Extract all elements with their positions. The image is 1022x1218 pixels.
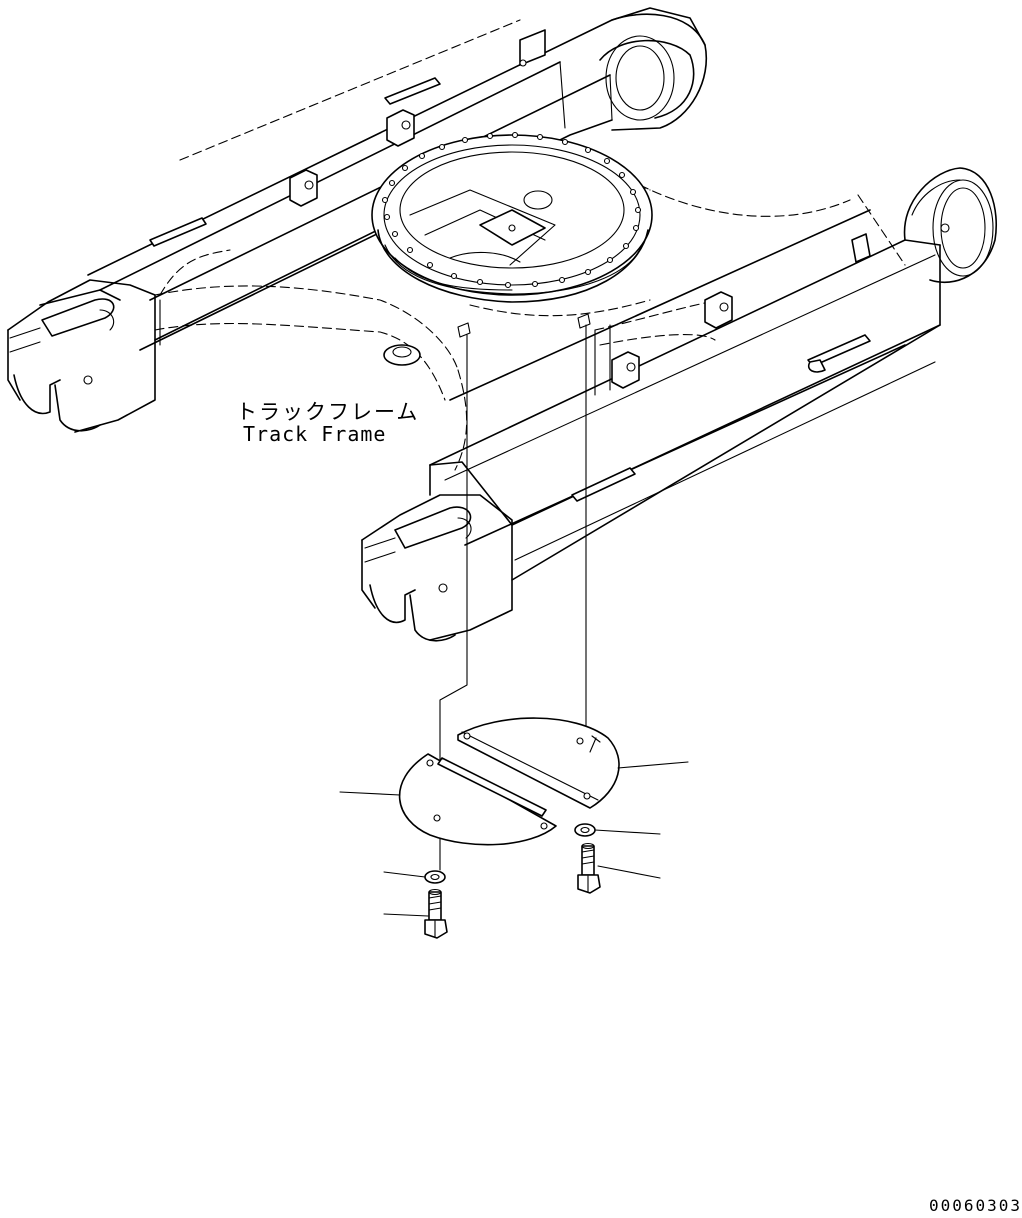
bolt-right [577,842,661,894]
cover-plate-right [457,717,620,809]
cover-plate-left [398,753,557,846]
track-frame-label-en: Track Frame [243,422,387,446]
cover-plate-drawing [339,717,689,846]
right-idler-end [361,461,513,642]
washer-drawing [383,823,661,884]
left-side-frame [87,7,708,351]
right-side-frame [429,167,998,581]
bolt-drawing [383,842,661,939]
track-frame-drawing [7,7,998,642]
washer-left [383,870,446,884]
track-frame-label-jp: トラックフレーム [236,400,420,424]
swing-bearing-ring [371,131,653,303]
left-idler-end [7,279,156,433]
ring-bolt-holes [381,131,642,289]
washer-right [574,823,661,837]
bolt-left [383,888,448,939]
drawing-code: 00060303 [928,1196,1022,1215]
